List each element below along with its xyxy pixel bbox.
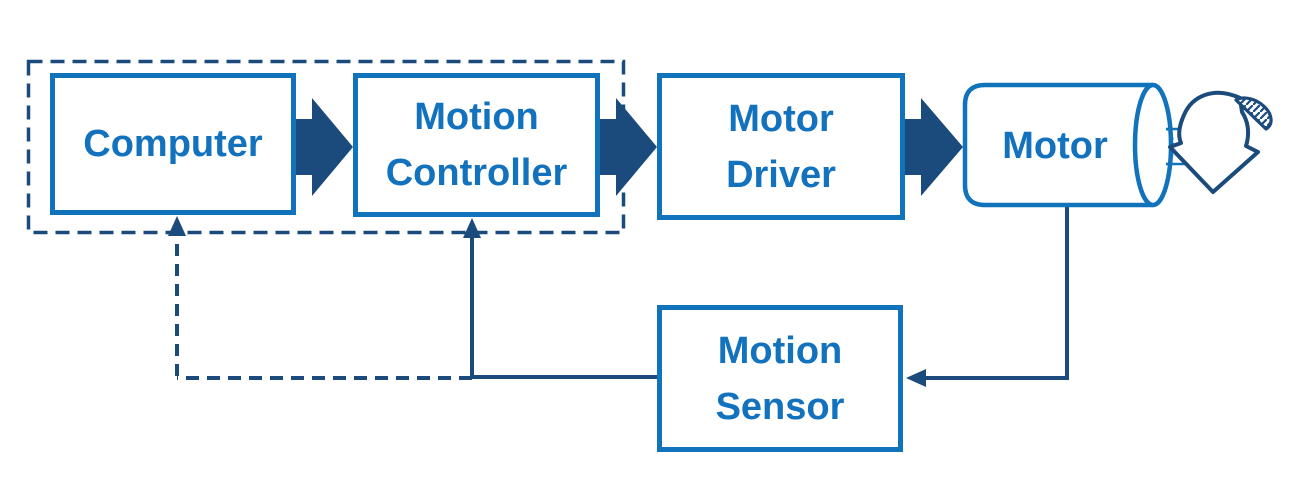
motor-to-sensor-arrowhead [906,369,926,387]
flow-arrow-computer-to-controller [296,98,353,196]
sensor-to-controller-line [470,234,657,379]
motor-cylinder-icon [962,82,1174,208]
node-motor-driver: Motor Driver [657,73,905,220]
flow-arrow-controller-to-driver [600,98,657,196]
node-computer: Computer [50,73,296,215]
node-motor-driver-label-line2: Driver [726,153,836,196]
node-motor-driver-label-line1: Motor [728,97,834,140]
flow-arrow-driver-to-motor [905,98,963,196]
sensor-to-controller-arrowhead [463,218,481,238]
node-motion-controller: Motion Controller [353,73,600,217]
node-motor-label: Motor [1002,125,1108,167]
rotation-arrow-icon [1168,90,1273,194]
node-motion-sensor: Motion Sensor [657,305,903,452]
node-motion-sensor-label-line2: Sensor [715,385,845,428]
node-motion-sensor-label-line1: Motion [717,329,843,372]
sensor-to-computer-arrowhead [168,216,186,236]
motor-to-sensor-line [922,207,1069,380]
node-motion-controller-label-line2: Controller [385,152,568,194]
node-motion-controller-label-line1: Motion [414,96,539,138]
dashed-group-outline [26,59,626,235]
node-computer-label: Computer [83,123,263,165]
